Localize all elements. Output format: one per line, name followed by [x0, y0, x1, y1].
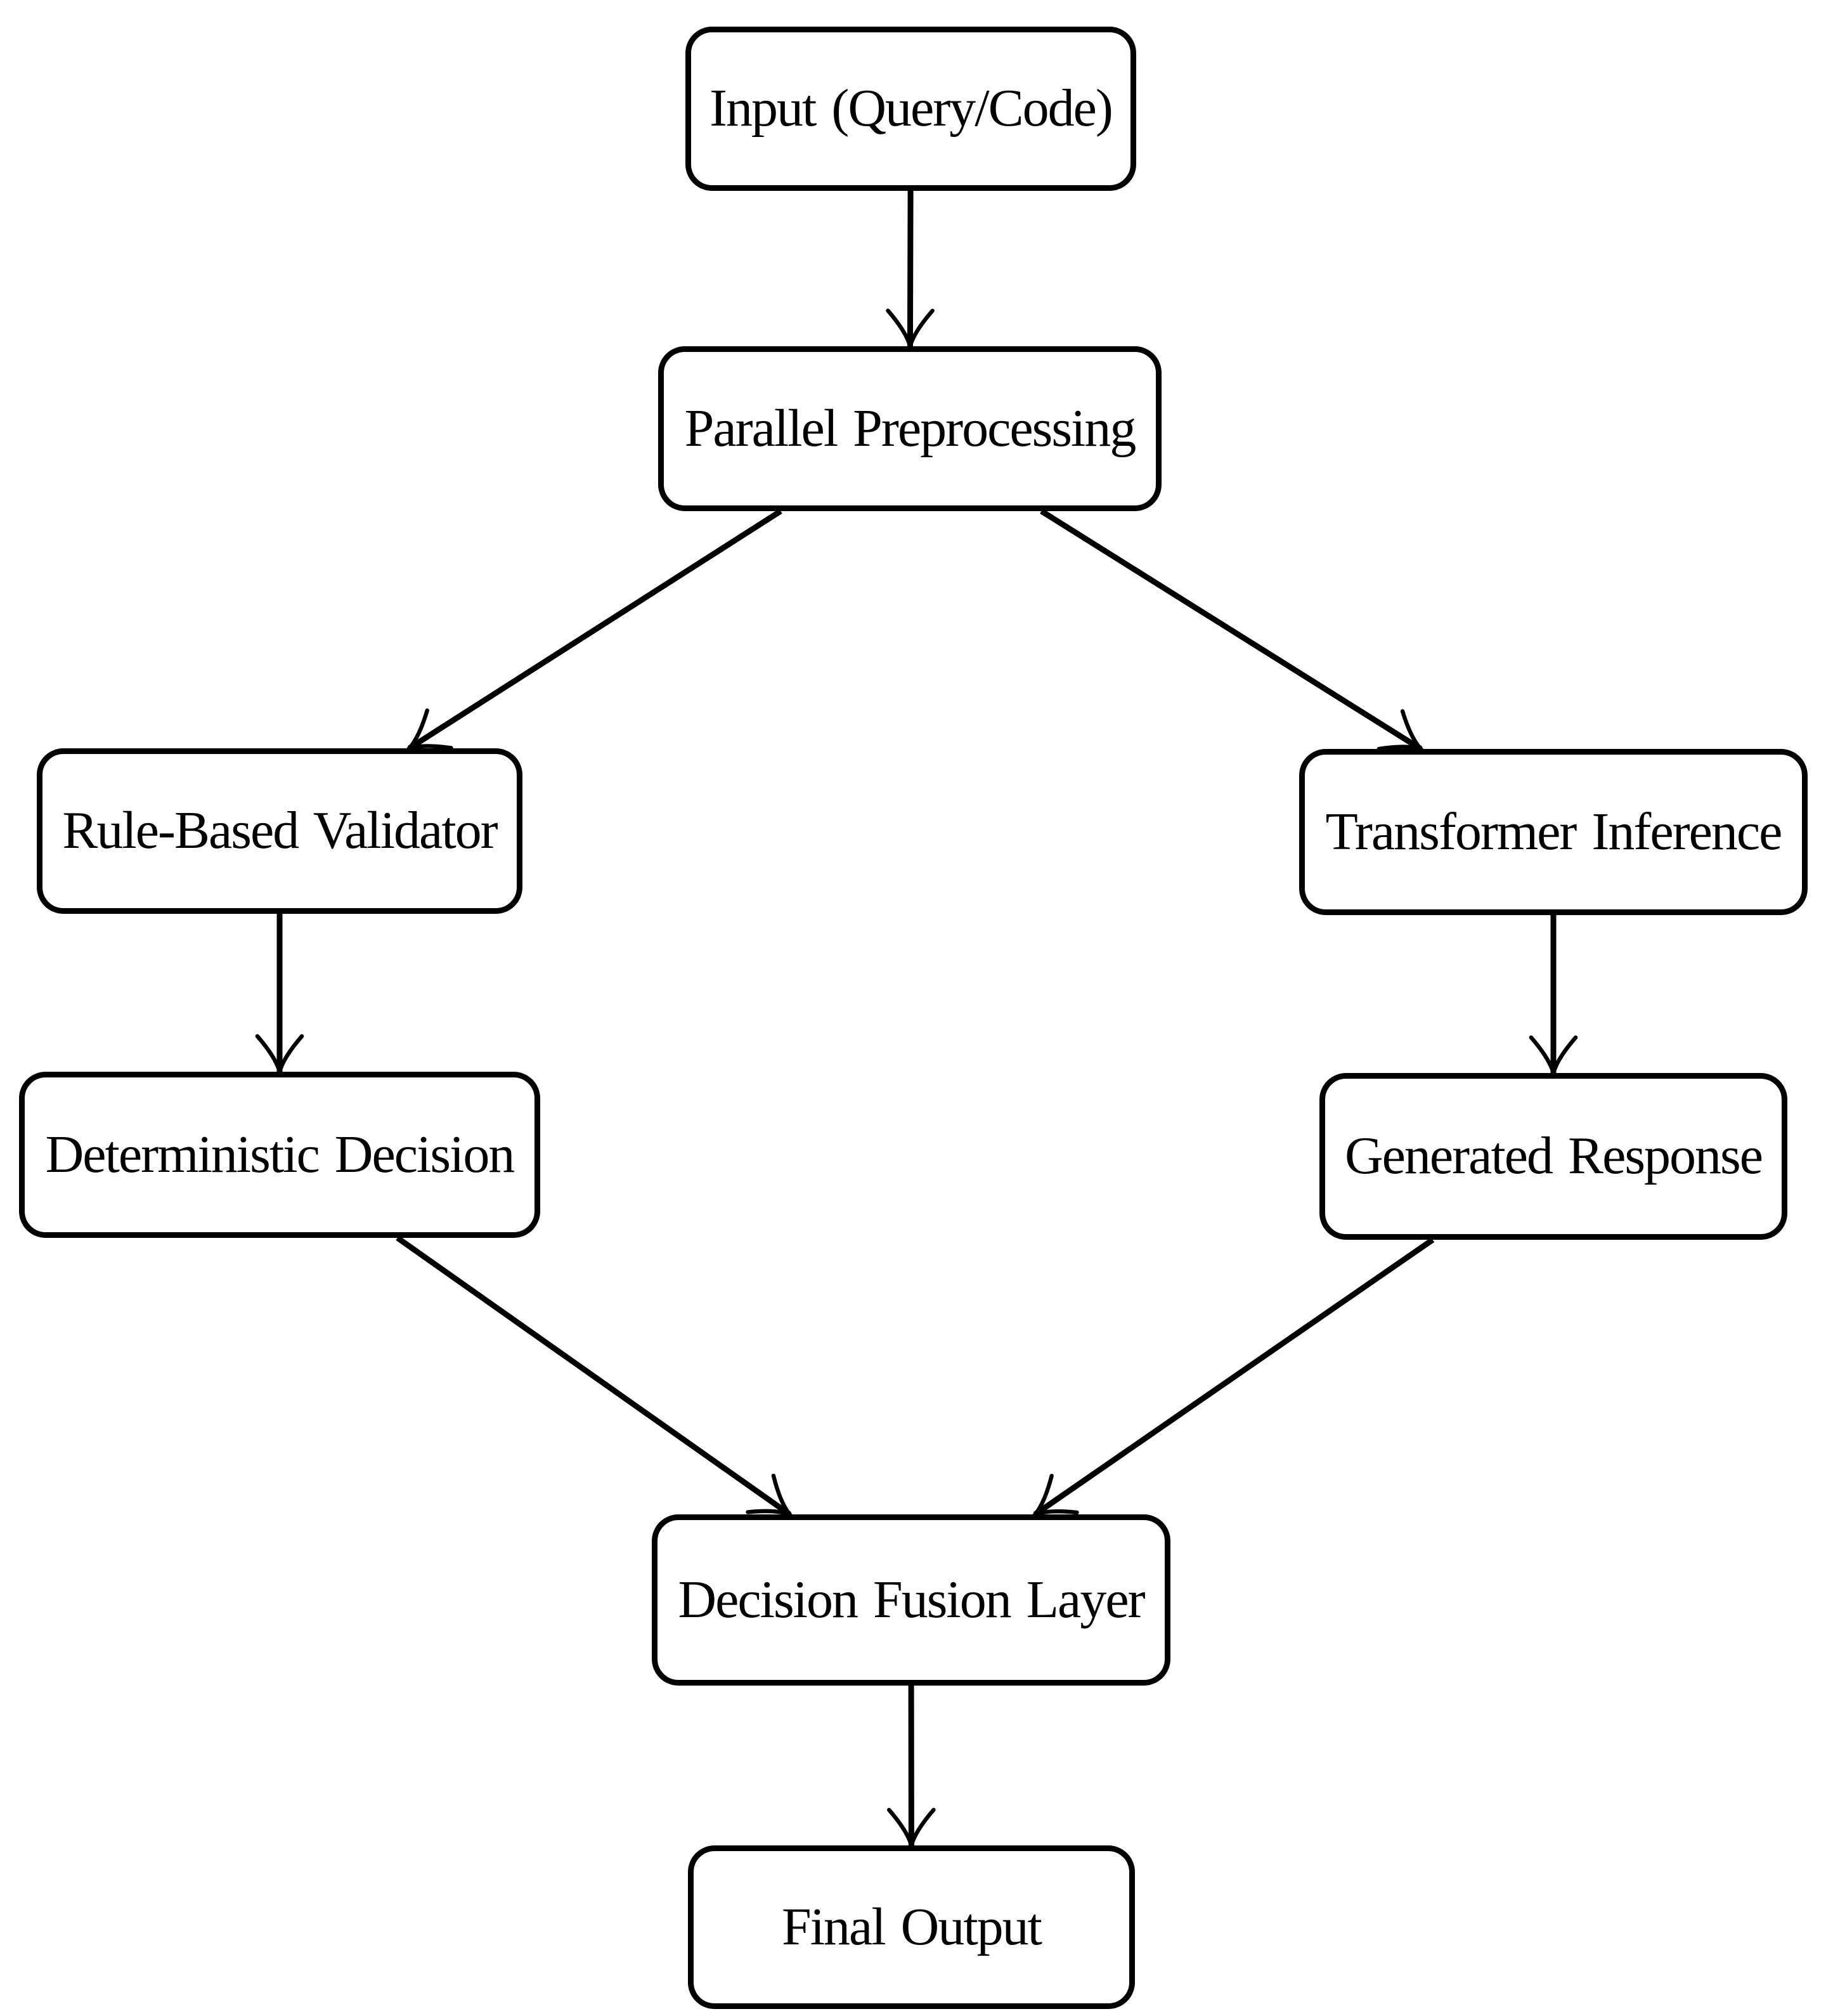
node-rule-based-validator: Rule-Based Validator	[37, 748, 522, 914]
edge-preprocess-to-validator	[409, 509, 782, 748]
node-parallel-preprocessing: Parallel Preprocessing	[658, 346, 1162, 511]
edge-preprocess-to-transformer	[1040, 509, 1421, 749]
node-label: Parallel Preprocessing	[684, 398, 1137, 458]
node-label: Generated Response	[1344, 1126, 1763, 1186]
edge-response-to-fusion	[1035, 1237, 1435, 1514]
edge-decision-to-fusion	[396, 1235, 790, 1514]
node-transformer-inference: Transformer Inference	[1299, 749, 1808, 915]
node-decision-fusion-layer: Decision Fusion Layer	[652, 1514, 1170, 1686]
node-label: Input (Query/Code)	[709, 79, 1113, 138]
node-deterministic-decision: Deterministic Decision	[19, 1072, 540, 1238]
node-generated-response: Generated Response	[1319, 1073, 1787, 1240]
node-final-output: Final Output	[688, 1845, 1135, 2009]
node-label: Transformer Inference	[1325, 802, 1783, 861]
node-input-query-code: Input (Query/Code)	[685, 27, 1136, 191]
node-label: Final Output	[781, 1897, 1042, 1956]
node-label: Deterministic Decision	[45, 1124, 515, 1184]
edge-lines	[280, 190, 1553, 1845]
node-label: Decision Fusion Layer	[678, 1570, 1145, 1629]
node-label: Rule-Based Validator	[62, 801, 498, 861]
